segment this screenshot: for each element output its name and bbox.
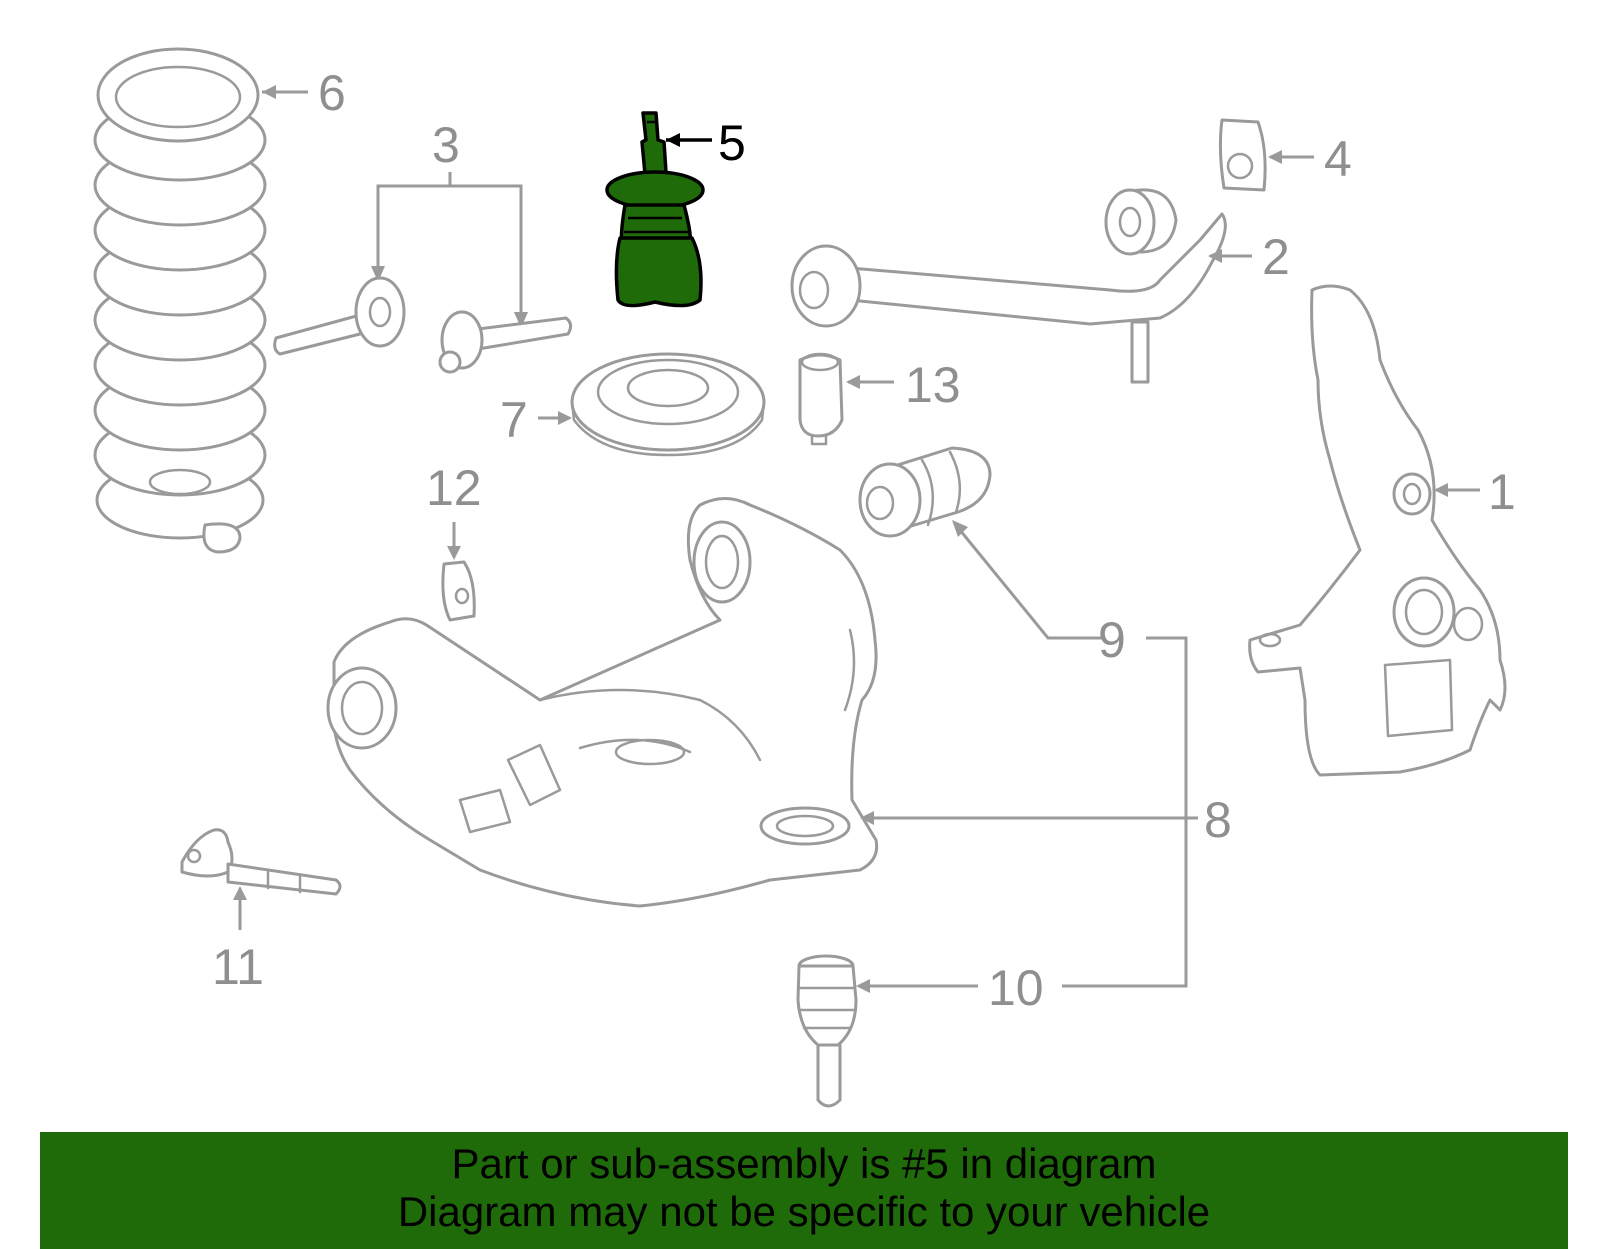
part-9-bushing <box>858 446 992 538</box>
callout-6: 6 <box>318 65 346 121</box>
callout-4: 4 <box>1324 131 1352 187</box>
part-6-coil-spring <box>93 47 267 554</box>
leader-12 <box>447 522 461 560</box>
part-4-bracket-nut <box>1218 118 1267 192</box>
leader-10 <box>856 979 978 993</box>
part-2-upper-control-arm <box>790 188 1227 384</box>
part-8-lower-control-arm <box>326 497 879 908</box>
parts-diagram: 6 3 5 7 <box>93 47 1516 1108</box>
callout-12: 12 <box>426 460 482 516</box>
leader-5 <box>666 133 712 147</box>
callout-5: 5 <box>718 115 746 171</box>
leader-2 <box>1208 249 1252 263</box>
leader-13 <box>846 375 894 389</box>
part-5-ball-joint-highlighted <box>605 111 705 308</box>
callout-13: 13 <box>905 357 961 413</box>
leader-8 <box>860 811 1186 825</box>
callout-3: 3 <box>432 117 460 173</box>
callout-10: 10 <box>988 960 1044 1016</box>
part-11-bolt <box>180 828 342 896</box>
banner-line-1: Part or sub-assembly is #5 in diagram <box>451 1140 1157 1187</box>
callout-2: 2 <box>1262 229 1290 285</box>
part-12-clip <box>441 560 476 622</box>
callout-1: 1 <box>1488 464 1516 520</box>
callout-7: 7 <box>500 392 528 448</box>
part-1-steering-knuckle <box>1248 284 1507 777</box>
leader-4 <box>1268 150 1314 164</box>
part-3-bolt-left <box>273 276 406 356</box>
info-banner: Part or sub-assembly is #5 in diagram Di… <box>40 1132 1568 1249</box>
leader-11 <box>233 886 247 930</box>
leader-9 <box>952 520 1198 988</box>
callout-9: 9 <box>1098 612 1126 668</box>
callout-8: 8 <box>1204 792 1232 848</box>
part-7-spring-insulator <box>570 352 766 457</box>
part-10-lower-ball-joint <box>796 954 858 1108</box>
callout-11: 11 <box>212 939 264 995</box>
part-3-bolt-right <box>438 310 573 374</box>
leader-7 <box>538 411 572 425</box>
banner-line-2: Diagram may not be specific to your vehi… <box>397 1188 1211 1235</box>
leader-6 <box>262 85 308 99</box>
part-13-bump-stop <box>798 352 844 446</box>
leader-1 <box>1434 483 1480 497</box>
leader-3 <box>371 172 528 328</box>
